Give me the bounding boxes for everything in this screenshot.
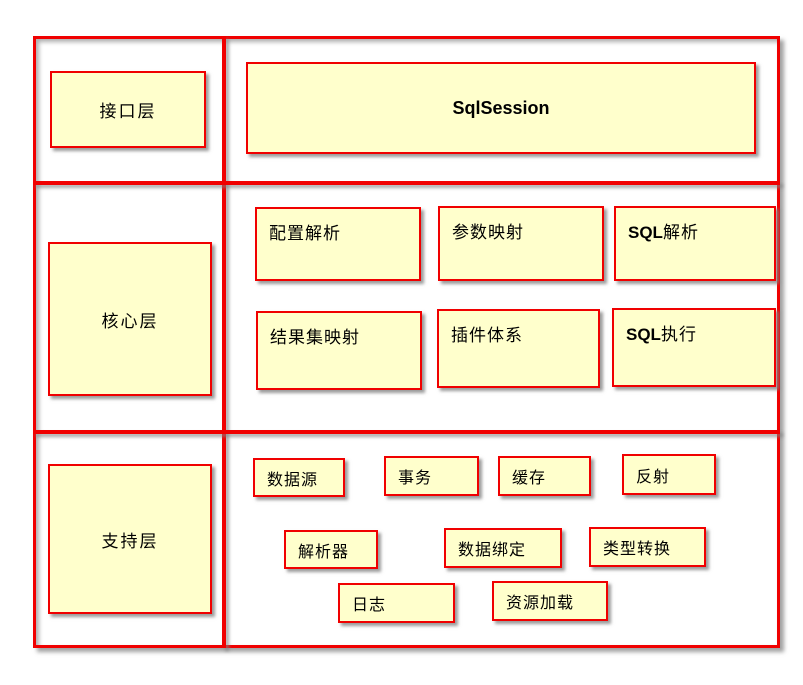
box-plugin-system: 插件体系 [437,309,600,388]
layer-label-core: 核心层 [48,242,212,396]
box-label-prefix: SQL [626,325,661,344]
box-label: 解析 [662,223,699,242]
box-label: 资源加载 [506,595,575,612]
box-transaction: 事务 [384,456,479,496]
box-label: 缓存 [512,470,547,487]
box-reflection: 反射 [622,454,716,495]
box-label: SqlSession [452,97,550,118]
box-label: 解析器 [298,543,350,561]
box-label: 结果集映射 [270,328,360,347]
box-resultset-mapping: 结果集映射 [256,311,422,390]
row-divider-core-support [33,430,780,434]
box-label: 事务 [398,470,433,487]
box-resource-loading: 资源加载 [492,581,608,621]
box-sqlsession: SqlSession [246,62,756,154]
box-config-parsing: 配置解析 [255,207,421,281]
diagram-outer-frame [33,36,780,648]
column-divider [222,36,226,648]
box-sql-execution: SQL执行 [612,308,776,387]
box-parser: 解析器 [284,530,378,569]
box-logging: 日志 [338,583,455,623]
box-label: 数据绑定 [458,542,527,559]
layer-label-support: 支持层 [48,464,212,614]
row-divider-interface-core [33,181,780,185]
box-label: 数据源 [267,471,319,489]
box-datasource: 数据源 [253,458,345,497]
layer-label-interface: 接口层 [50,71,206,148]
box-label: 反射 [636,468,671,486]
box-label-prefix: SQL [628,223,663,242]
box-label: 插件体系 [451,326,523,345]
box-label: 日志 [352,597,387,614]
box-label: 参数映射 [452,223,524,242]
box-label: 执行 [660,325,697,344]
box-cache: 缓存 [498,456,591,496]
box-type-conversion: 类型转换 [589,527,706,567]
box-parameter-mapping: 参数映射 [438,206,604,281]
box-label: 类型转换 [603,541,672,558]
box-data-binding: 数据绑定 [444,528,562,568]
box-label: 配置解析 [269,224,341,243]
box-sql-parsing: SQL解析 [614,206,776,281]
